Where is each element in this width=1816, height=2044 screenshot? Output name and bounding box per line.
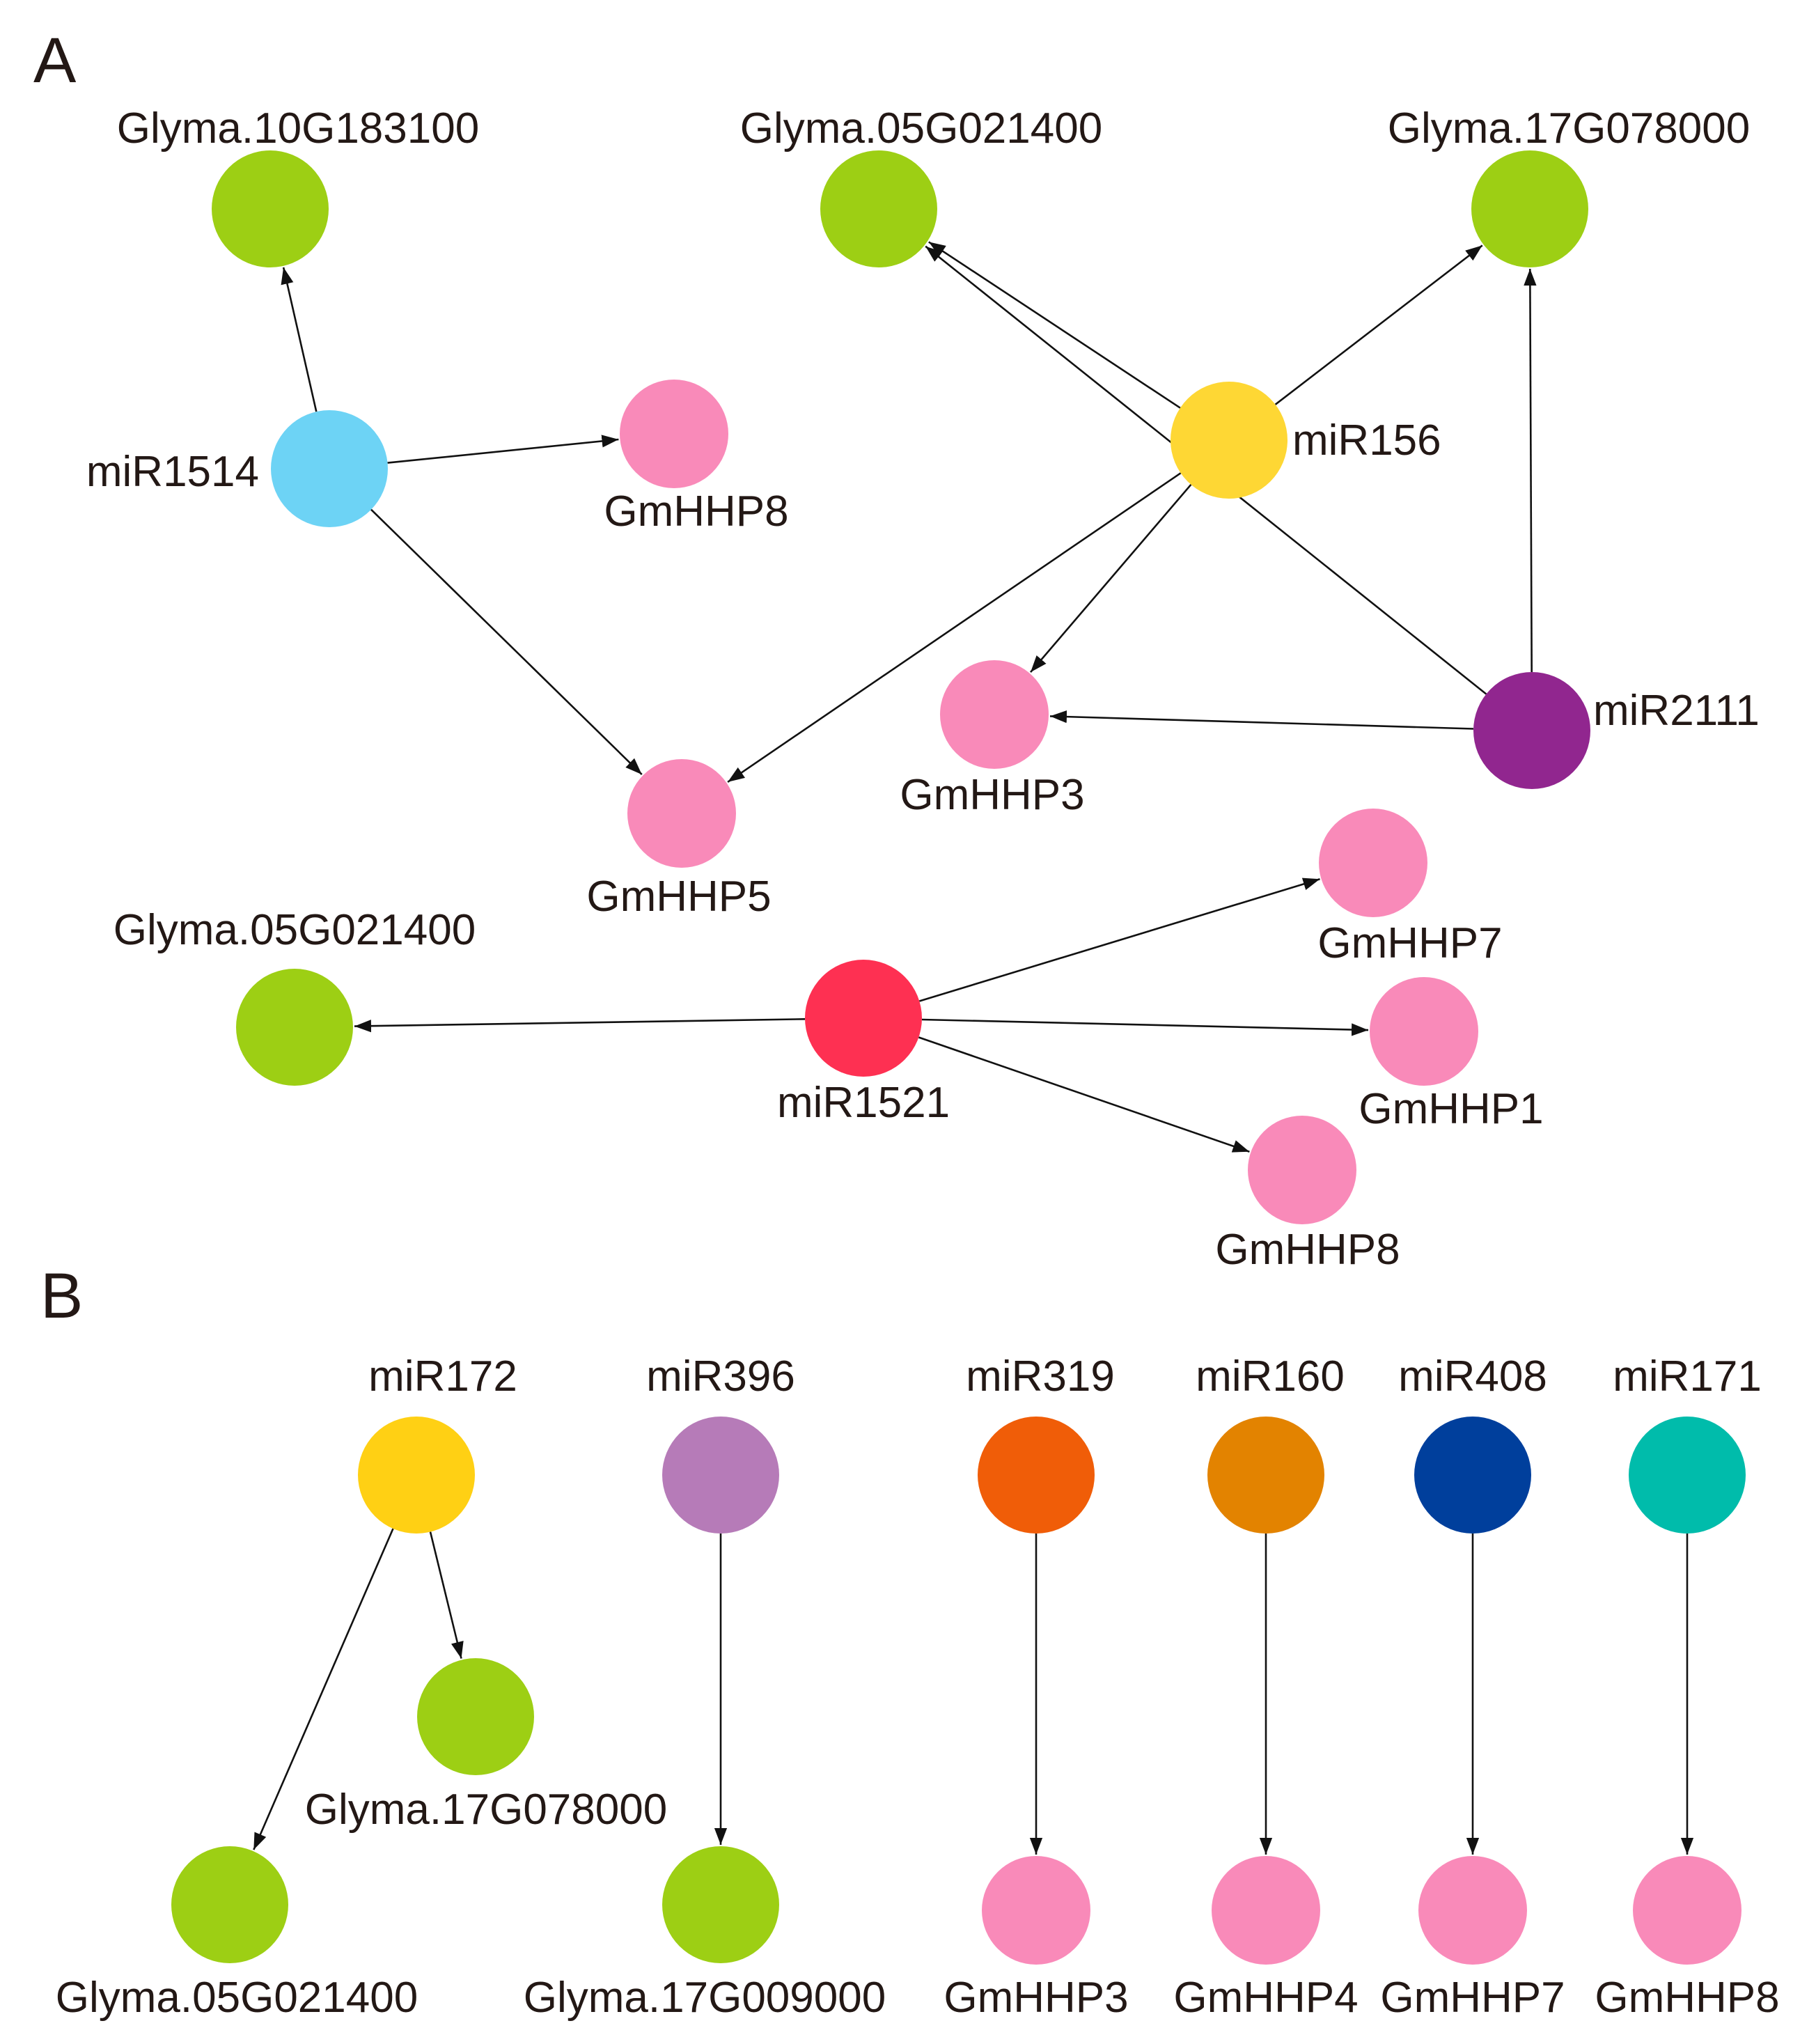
node-label-a_gmhhp3: GmHHP3 xyxy=(900,771,1084,819)
node-label-a_glyma05: Glyma.05G021400 xyxy=(740,104,1102,153)
node-a_mir1514 xyxy=(271,410,388,527)
node-a_glyma05_b xyxy=(236,969,353,1086)
node-label-a_gmhhp8_top: GmHHP8 xyxy=(604,487,788,536)
edge-a_mir1514-to-a_glyma10 xyxy=(281,267,318,412)
edge-b_mir172-to-b_glyma05 xyxy=(253,1528,394,1850)
node-b_gmhhp3 xyxy=(982,1856,1090,1965)
node-b_glyma05 xyxy=(171,1846,288,1963)
node-a_gmhhp8_top xyxy=(620,380,728,488)
node-b_mir172 xyxy=(358,1417,475,1534)
node-label-a_glyma10: Glyma.10G183100 xyxy=(117,104,479,153)
node-label-a_mir156: miR156 xyxy=(1292,416,1441,465)
edge-a_mir156-to-a_glyma17 xyxy=(1274,244,1483,405)
node-b_glyma17_009 xyxy=(662,1846,779,1963)
node-a_gmhhp7 xyxy=(1319,809,1427,917)
node-label-a_glyma17: Glyma.17G078000 xyxy=(1388,104,1750,153)
edge-b_mir172-to-b_glyma17_078 xyxy=(429,1531,464,1659)
node-label-a_glyma05_b: Glyma.05G021400 xyxy=(114,906,476,954)
edge-a_mir1521-to-a_gmhhp8_bot xyxy=(918,1036,1250,1153)
node-b_glyma17_078 xyxy=(417,1658,534,1775)
node-label-a_mir1521: miR1521 xyxy=(777,1079,950,1127)
edge-a_mir1521-to-a_gmhhp7 xyxy=(919,877,1320,1002)
edge-a_mir1514-to-a_gmhhp8_top xyxy=(387,435,619,464)
edge-a_mir1521-to-a_gmhhp1 xyxy=(921,1018,1369,1036)
node-b_gmhhp8 xyxy=(1633,1856,1741,1965)
node-label-a_mir1514: miR1514 xyxy=(86,448,259,496)
node-label-b_mir172: miR172 xyxy=(368,1352,517,1401)
node-b_mir319 xyxy=(978,1417,1095,1534)
edges-layer xyxy=(253,241,1694,1855)
node-a_gmhhp8_bot xyxy=(1248,1116,1356,1224)
node-a_glyma17 xyxy=(1471,150,1588,267)
node-label-a_gmhhp5: GmHHP5 xyxy=(586,873,771,921)
node-a_gmhhp1 xyxy=(1370,977,1478,1086)
node-label-b_gmhhp4: GmHHP4 xyxy=(1173,1974,1358,2022)
node-label-a_gmhhp1: GmHHP1 xyxy=(1359,1085,1543,1133)
panel-a-label: A xyxy=(33,25,77,96)
node-a_glyma05 xyxy=(820,150,937,267)
node-b_gmhhp7 xyxy=(1418,1856,1527,1965)
edge-a_mir156-to-a_glyma05 xyxy=(928,241,1181,409)
node-a_glyma10 xyxy=(212,150,329,267)
node-label-a_mir2111: miR2111 xyxy=(1593,687,1760,735)
node-label-b_gmhhp7: GmHHP7 xyxy=(1380,1974,1565,2022)
edge-a_mir1514-to-a_gmhhp5 xyxy=(370,508,643,776)
node-b_mir171 xyxy=(1629,1417,1746,1534)
edge-a_mir156-to-a_gmhhp3 xyxy=(1030,483,1192,673)
node-label-b_mir160: miR160 xyxy=(1196,1352,1345,1401)
node-a_gmhhp5 xyxy=(627,759,736,868)
node-b_mir408 xyxy=(1414,1417,1531,1534)
edge-a_mir156-to-a_gmhhp5 xyxy=(727,472,1182,783)
node-label-b_gmhhp8: GmHHP8 xyxy=(1595,1974,1779,2022)
node-b_mir160 xyxy=(1207,1417,1324,1534)
node-a_mir156 xyxy=(1171,382,1287,499)
node-b_mir396 xyxy=(662,1417,779,1534)
node-a_gmhhp3 xyxy=(940,660,1049,769)
node-label-b_glyma17_078: Glyma.17G078000 xyxy=(305,1786,667,1834)
node-label-b_mir408: miR408 xyxy=(1398,1352,1547,1401)
edge-a_mir2111-to-a_glyma17 xyxy=(1524,268,1537,673)
node-label-b_mir319: miR319 xyxy=(966,1352,1115,1401)
node-b_gmhhp4 xyxy=(1212,1856,1320,1965)
nodes-layer xyxy=(171,150,1746,1965)
panel-b-label: B xyxy=(40,1261,83,1332)
node-label-b_gmhhp3: GmHHP3 xyxy=(944,1974,1128,2022)
node-label-a_gmhhp8_bot: GmHHP8 xyxy=(1215,1226,1400,1274)
node-label-b_glyma17_009: Glyma.17G009000 xyxy=(524,1974,886,2022)
node-label-b_mir396: miR396 xyxy=(646,1352,795,1401)
edge-a_mir1521-to-a_glyma05_b xyxy=(354,1018,806,1033)
node-a_mir2111 xyxy=(1473,672,1590,789)
node-label-b_mir171: miR171 xyxy=(1613,1352,1762,1401)
node-label-b_glyma05: Glyma.05G021400 xyxy=(56,1974,418,2022)
node-a_mir1521 xyxy=(805,960,922,1077)
node-label-a_gmhhp7: GmHHP7 xyxy=(1317,919,1502,967)
edge-a_mir2111-to-a_gmhhp3 xyxy=(1049,710,1474,730)
